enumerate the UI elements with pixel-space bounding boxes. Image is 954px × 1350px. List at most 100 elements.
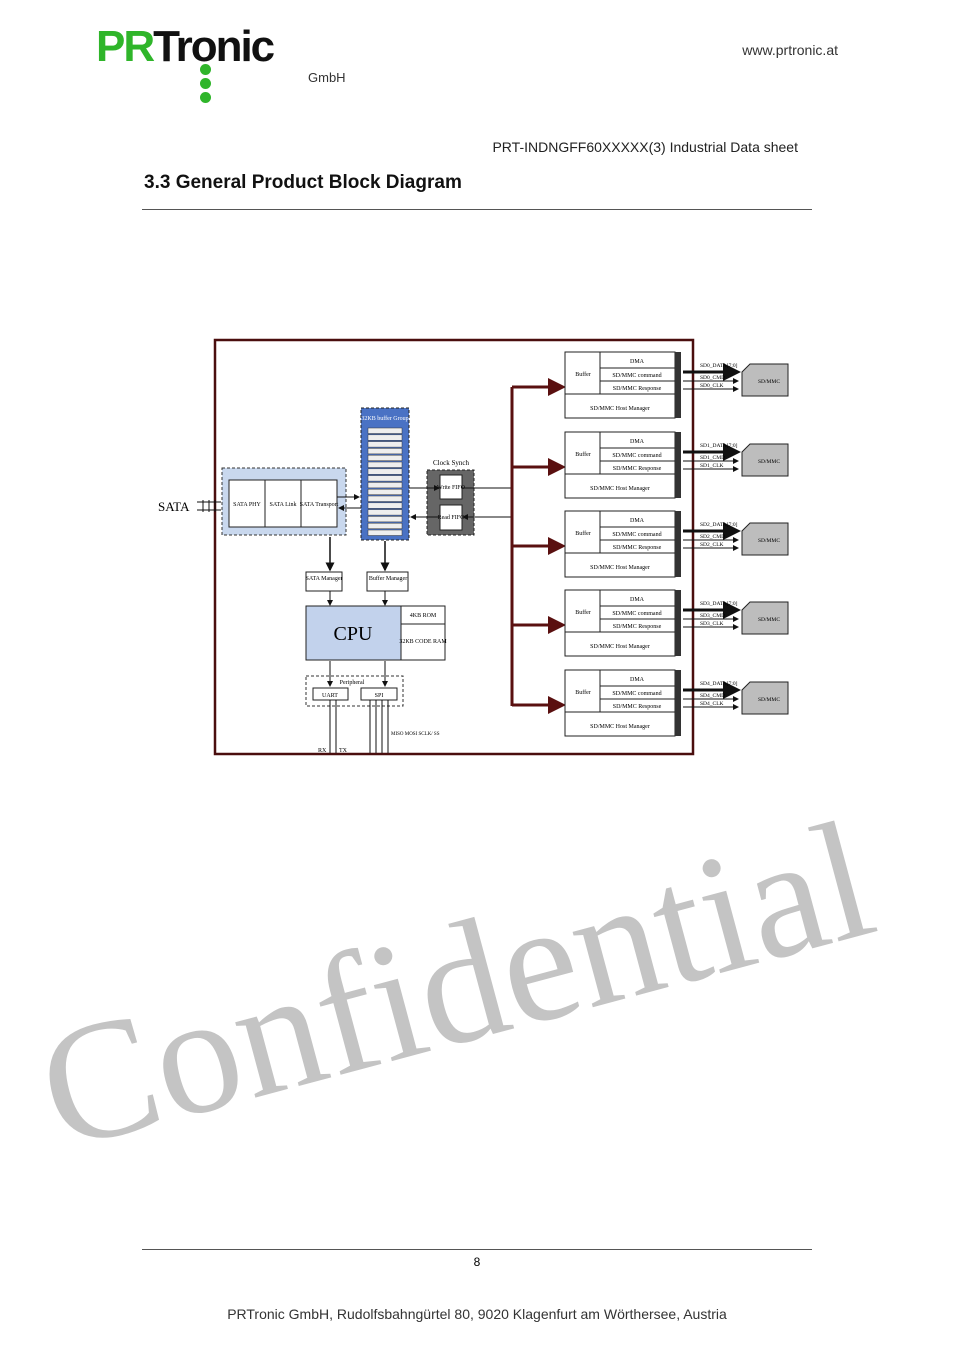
host-manager-label: SD/MMC Host Manager xyxy=(590,724,650,730)
cmd-signal-label: SD0_CMD xyxy=(700,375,725,381)
dma-label: DMA xyxy=(630,359,645,365)
channel-bus-bar xyxy=(675,590,681,656)
sd-card-label: SD/MMC xyxy=(758,617,780,623)
footer-address: PRTronic GmbH, Rudolfsbahngürtel 80, 902… xyxy=(227,1306,727,1322)
data-signal-label: SD3_DATA[7:0] xyxy=(700,601,738,607)
cpu-block xyxy=(305,605,402,661)
cmd-signal-label: SD4_CMD xyxy=(700,693,725,699)
controller-frame xyxy=(213,338,695,756)
channel-bus-bar xyxy=(675,352,681,418)
response-label: SD/MMC Response xyxy=(613,386,662,392)
sd-card-icon xyxy=(741,601,789,635)
data-signal-label: SD0_DATA[7:0] xyxy=(700,363,738,369)
buffer-row xyxy=(367,495,403,502)
logo-tronic: Tronic xyxy=(153,22,275,71)
write-fifo xyxy=(439,474,463,500)
sd-card-label: SD/MMC xyxy=(758,459,780,465)
data-signal-label: SD2_DATA[7:0] xyxy=(700,522,738,528)
response-label: SD/MMC Response xyxy=(613,704,662,710)
channel-bus-bar xyxy=(675,511,681,577)
sata-block xyxy=(300,479,338,528)
buffer-row xyxy=(367,502,403,509)
spi-label: SPI xyxy=(375,693,384,699)
dma-label: DMA xyxy=(630,439,645,445)
cmd-signal-label: SD1_CMD xyxy=(700,455,725,461)
sata-block-label: SATA PHY xyxy=(233,502,261,508)
buffer-label: Buffer xyxy=(575,451,591,458)
logo-pr: PR xyxy=(96,22,155,71)
rom-label: 4KB ROM xyxy=(410,613,437,619)
buffer-row xyxy=(367,522,403,529)
heading-rule xyxy=(142,209,812,210)
sd-card-icon xyxy=(741,681,789,715)
clk-signal-label: SD2_CLK xyxy=(700,542,724,548)
sd-channel-block xyxy=(564,589,676,657)
command-label: SD/MMC command xyxy=(612,453,661,459)
dma-label: DMA xyxy=(630,518,645,524)
peripheral-group xyxy=(305,675,404,707)
rx-label: RX xyxy=(318,748,327,754)
sd-card-label: SD/MMC xyxy=(758,379,780,385)
sd-card-label: SD/MMC xyxy=(758,697,780,703)
buffer-group-label: 32KB buffer Group xyxy=(361,415,408,422)
sata-connector-icon xyxy=(197,500,221,512)
command-label: SD/MMC command xyxy=(612,373,661,379)
buffer-row xyxy=(367,454,403,461)
logo: PRTronic xyxy=(96,22,275,72)
buffer-row xyxy=(367,468,403,475)
data-signal-label: SD1_DATA[7:0] xyxy=(700,443,738,449)
read-fifo-label: Read FIFO xyxy=(438,515,466,521)
buffer-label: Buffer xyxy=(575,689,591,696)
buffer-row xyxy=(367,475,403,482)
sd-card-icon xyxy=(741,522,789,556)
sata-label: SATA xyxy=(158,499,190,514)
clk-signal-label: SD0_CLK xyxy=(700,383,724,389)
watermark-text: Confidential xyxy=(21,784,891,1186)
buffer-label: Buffer xyxy=(575,371,591,378)
channel-bus-bar xyxy=(675,432,681,498)
buffer-row xyxy=(367,482,403,489)
buffer-manager-label: Buffer Manager xyxy=(369,575,407,582)
footer-rule xyxy=(142,1249,812,1250)
spi-signals-label: MISO MOSI SCLK/ SS xyxy=(391,732,440,737)
write-fifo-label: Write FIFO xyxy=(437,485,466,491)
buffer-row xyxy=(367,509,403,516)
sd-channel-block xyxy=(564,351,676,419)
website-link[interactable]: www.prtronic.at xyxy=(742,42,838,58)
buffer-row xyxy=(367,516,403,523)
clk-signal-label: SD1_CLK xyxy=(700,463,724,469)
sata-block-label: SATA Link xyxy=(269,502,296,508)
page-number: 8 xyxy=(473,1255,481,1269)
buffer-row xyxy=(367,461,403,468)
buffer-row xyxy=(367,434,403,441)
cmd-signal-label: SD3_CMD xyxy=(700,613,725,619)
section-heading: 3.3 General Product Block Diagram xyxy=(144,172,462,193)
host-manager-label: SD/MMC Host Manager xyxy=(590,486,650,492)
buffer-row xyxy=(367,529,403,536)
host-manager-label: SD/MMC Host Manager xyxy=(590,406,650,412)
code-ram-block xyxy=(400,623,446,661)
spi-block xyxy=(360,687,398,701)
logo-dot xyxy=(200,78,211,89)
sd-channel-block xyxy=(564,669,676,737)
code-ram-label: 32KB CODE RAM xyxy=(399,639,447,645)
cpu-label: CPU xyxy=(334,623,373,645)
dma-label: DMA xyxy=(630,597,645,603)
sata-block xyxy=(264,479,302,528)
document-title: PRT-INDNGFF60XXXXX(3) Industrial Data sh… xyxy=(492,139,798,155)
host-manager-label: SD/MMC Host Manager xyxy=(590,565,650,571)
sata-block-label: SATA Transport xyxy=(300,502,339,508)
command-label: SD/MMC command xyxy=(612,691,661,697)
host-manager-label: SD/MMC Host Manager xyxy=(590,644,650,650)
command-label: SD/MMC command xyxy=(612,611,661,617)
logo-dot xyxy=(200,64,211,75)
logo-gmbh: GmbH xyxy=(308,70,346,85)
buffer-label: Buffer xyxy=(575,530,591,537)
data-signal-label: SD4_DATA[7:0] xyxy=(700,681,738,687)
tx-label: TX xyxy=(339,748,348,754)
sd-channel-block xyxy=(564,510,676,578)
clock-synch-label: Clock Synch xyxy=(433,459,469,467)
